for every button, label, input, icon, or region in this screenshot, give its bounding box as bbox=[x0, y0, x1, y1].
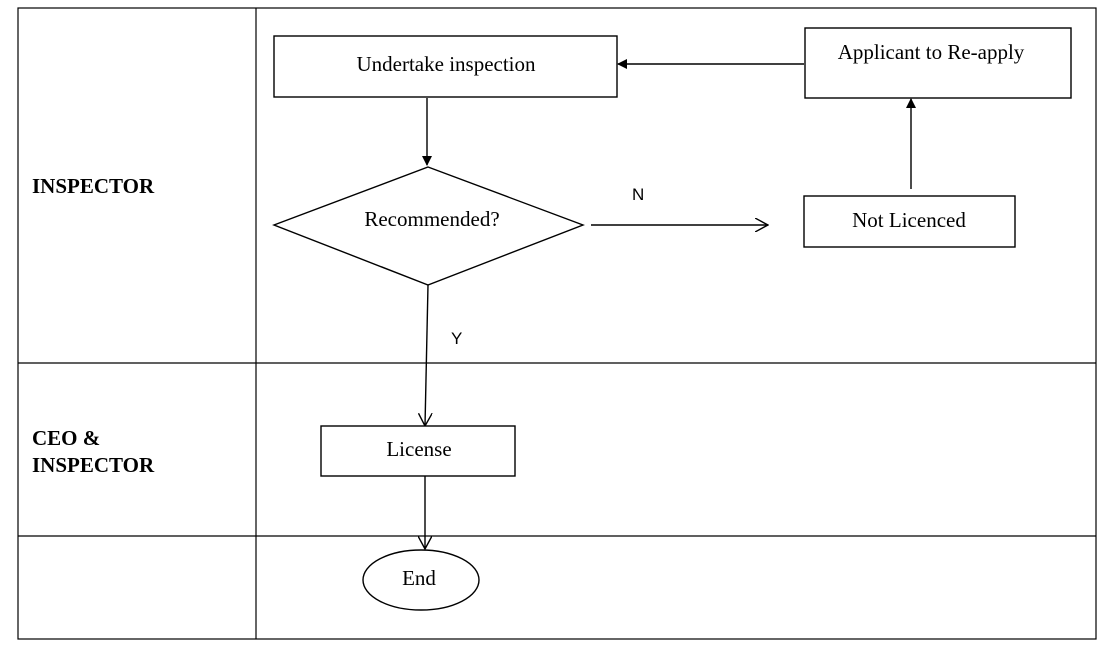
lane-label-ceo-inspector: INSPECTOR bbox=[32, 453, 155, 477]
node-label: Recommended? bbox=[364, 207, 499, 231]
node-end: End bbox=[362, 549, 480, 611]
swimlane-table bbox=[17, 7, 1097, 640]
node-license: License bbox=[320, 425, 516, 477]
table-border bbox=[17, 7, 1097, 640]
process-box bbox=[273, 35, 618, 98]
node-label: End bbox=[402, 566, 436, 590]
node-label: Not Licenced bbox=[852, 208, 966, 232]
lane-label-ceo: CEO & bbox=[32, 426, 100, 450]
node-not-licenced: Not Licenced bbox=[803, 195, 1016, 248]
edge-label-yes: Y bbox=[451, 329, 462, 348]
edge-recommended-to-license bbox=[425, 284, 428, 426]
process-box bbox=[803, 195, 1016, 248]
edge-label-no: N bbox=[632, 185, 644, 204]
node-label: Undertake inspection bbox=[356, 52, 536, 76]
node-applicant-reapply: Applicant to Re-apply bbox=[804, 27, 1072, 99]
node-label: Applicant to Re-apply bbox=[838, 40, 1025, 64]
lane-label-inspector: INSPECTOR bbox=[32, 174, 155, 198]
terminator-ellipse bbox=[362, 549, 480, 611]
process-box bbox=[804, 27, 1072, 99]
node-undertake-inspection: Undertake inspection bbox=[273, 35, 618, 98]
process-box bbox=[320, 425, 516, 477]
node-label: License bbox=[386, 437, 451, 461]
decision-diamond bbox=[272, 166, 585, 286]
node-recommended: Recommended? bbox=[272, 166, 585, 286]
